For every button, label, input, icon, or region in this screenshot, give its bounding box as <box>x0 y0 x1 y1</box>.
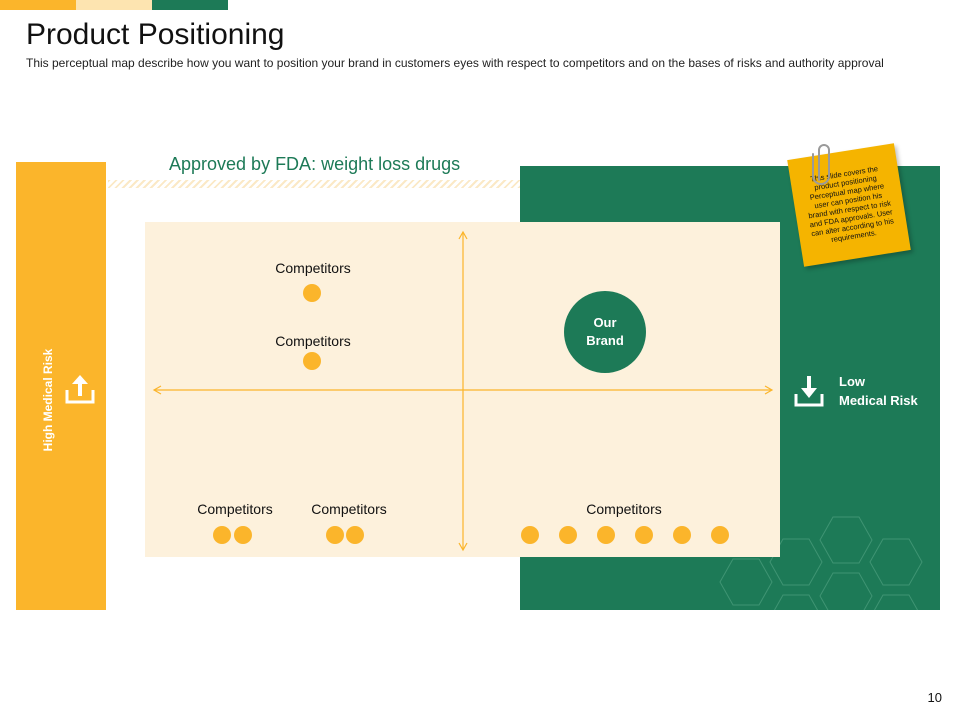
competitor-label: Competitors <box>275 260 351 276</box>
competitor-dot <box>326 526 344 544</box>
competitor-label: Competitors <box>586 501 662 517</box>
competitor-dot <box>559 526 577 544</box>
competitor-dot <box>346 526 364 544</box>
competitor-label: Competitors <box>311 501 387 517</box>
competitor-dot <box>303 284 321 302</box>
our-brand-label-line2: Brand <box>586 333 624 348</box>
competitor-dot <box>711 526 729 544</box>
competitor-dot <box>635 526 653 544</box>
top-bar-green <box>152 0 228 10</box>
competitor-dot <box>303 352 321 370</box>
low-risk-label-line1: Low <box>839 374 865 389</box>
competitor-label: Competitors <box>197 501 273 517</box>
competitor-dot <box>521 526 539 544</box>
page-title: Product Positioning <box>26 18 285 51</box>
competitor-label: Competitors <box>275 333 351 349</box>
hatch-band <box>108 180 520 188</box>
paperclip-icon <box>812 140 832 191</box>
competitor-dot <box>673 526 691 544</box>
competitor-dot <box>213 526 231 544</box>
top-bar-yellow <box>0 0 76 10</box>
hexagon-pattern <box>719 516 923 610</box>
competitor-dot <box>597 526 615 544</box>
low-risk-label: Low Medical Risk <box>839 372 918 410</box>
high-risk-label: High Medical Risk <box>41 348 55 452</box>
page-subtitle: This perceptual map describe how you wan… <box>26 56 884 70</box>
low-risk-label-line2: Medical Risk <box>839 393 918 408</box>
sticky-note: This slide covers the product positionin… <box>787 143 911 267</box>
high-risk-panel <box>16 162 106 610</box>
page-number: 10 <box>927 690 942 705</box>
our-brand-marker: Our Brand <box>564 291 646 373</box>
fda-approved-label: Approved by FDA: weight loss drugs <box>169 154 461 174</box>
top-bar-light <box>76 0 152 10</box>
competitor-dot <box>234 526 252 544</box>
upload-icon <box>64 372 96 411</box>
our-brand-label-line1: Our <box>593 315 617 330</box>
download-icon <box>794 374 824 413</box>
